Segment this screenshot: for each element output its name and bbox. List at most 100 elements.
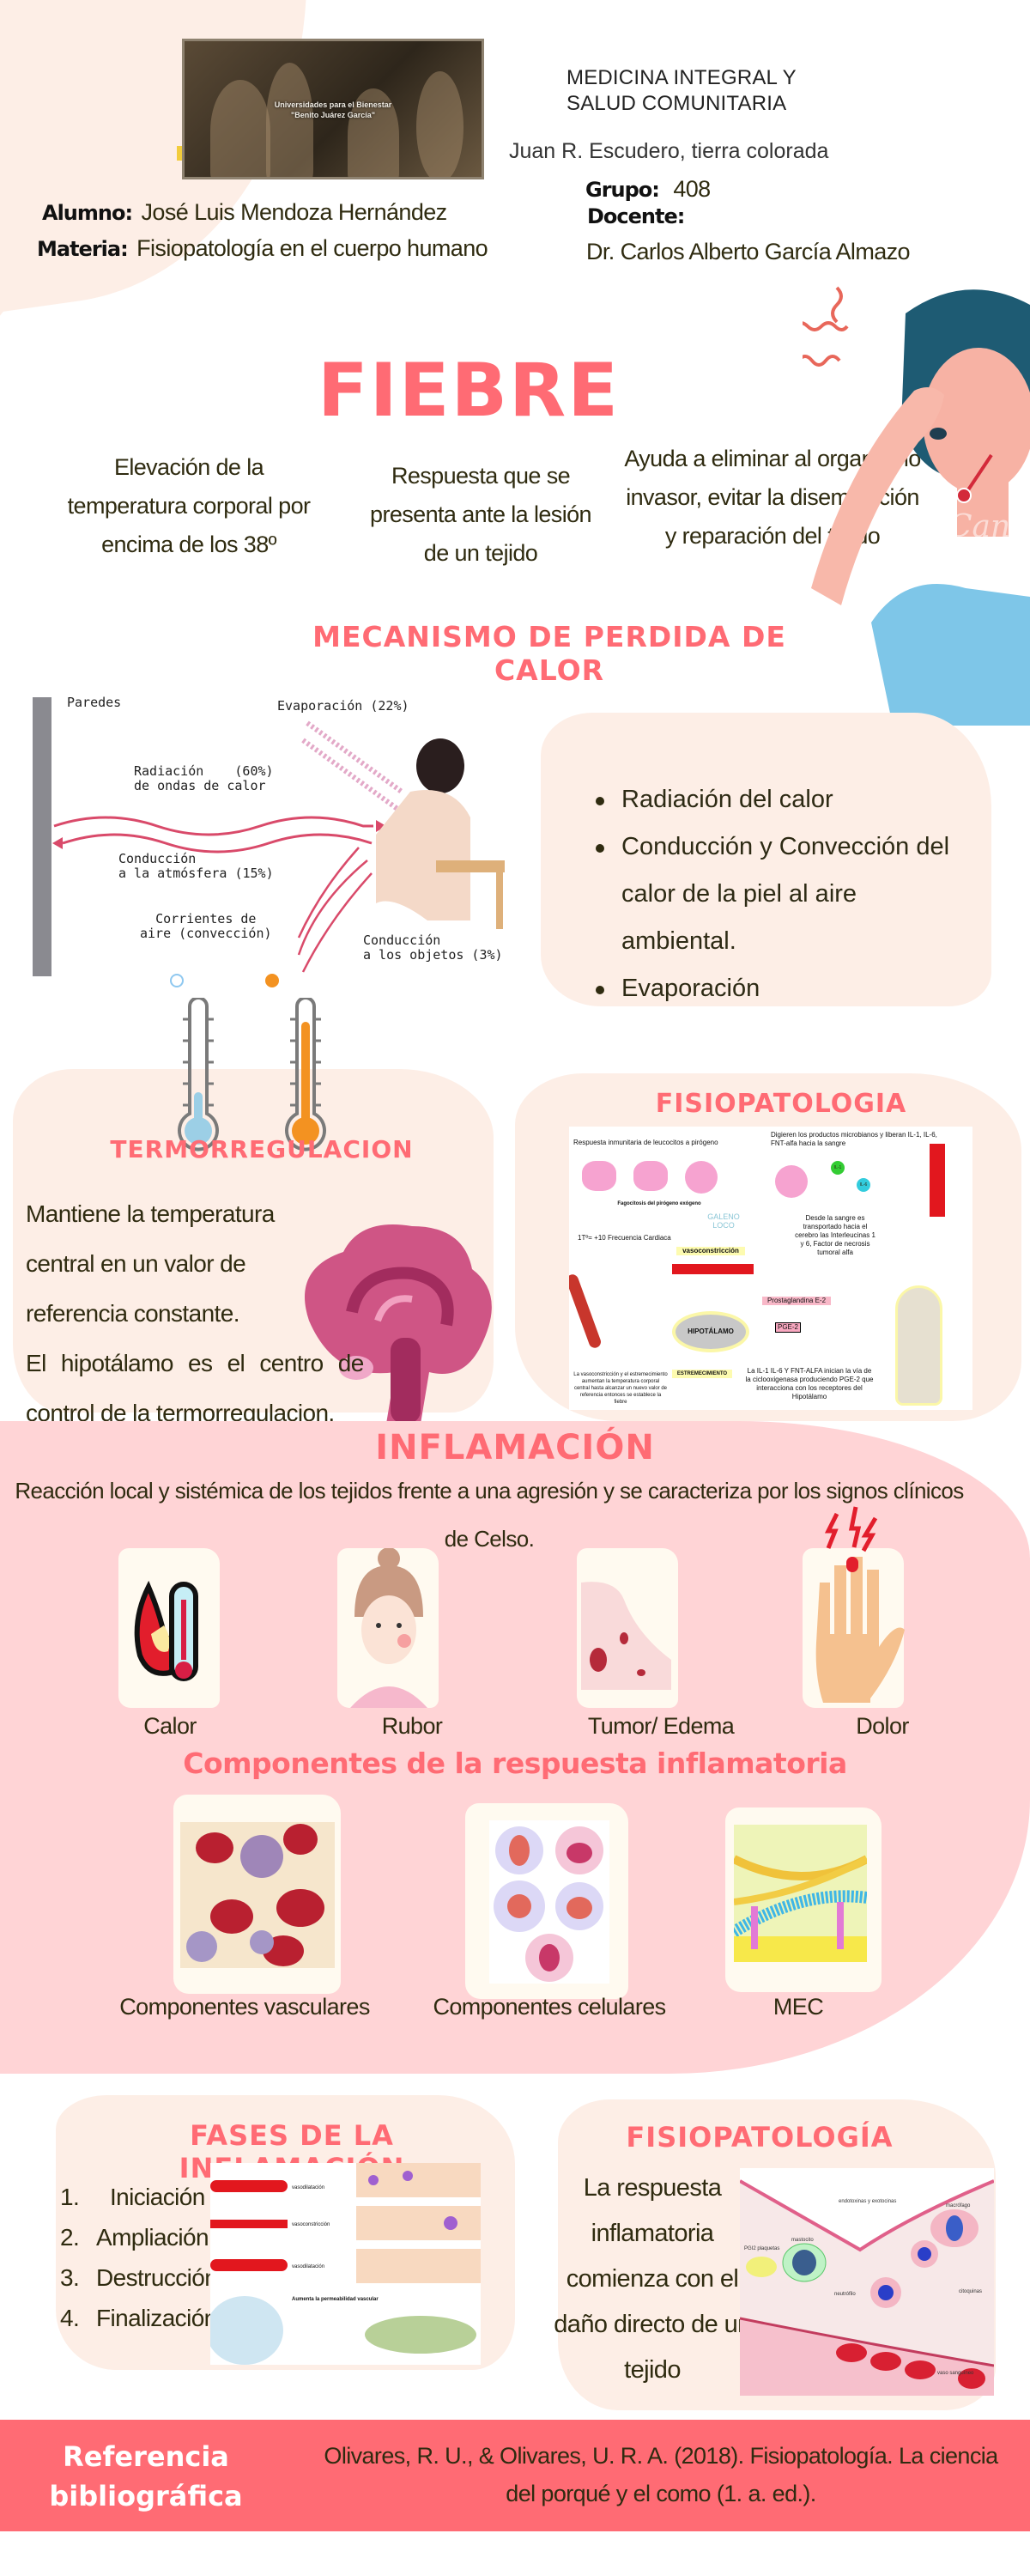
- logo-caption-line1: Universidades para el Bienestar: [274, 100, 392, 109]
- heat-loss-item: Radiación del calor: [592, 776, 953, 823]
- step3-text: Desde la sangre es transportado hacia el…: [795, 1214, 876, 1256]
- painful-hand-icon: [815, 1506, 905, 1703]
- svg-text:vasoconstricción: vasoconstricción: [292, 2222, 330, 2227]
- blood-vessel-graphic: [930, 1144, 945, 1217]
- swollen-foot-icon: [581, 1582, 671, 1690]
- grupo-label: Grupo:: [585, 178, 660, 202]
- inflamacion-description: Reacción local y sistémica de los tejido…: [15, 1478, 964, 1552]
- termorregulacion-text: Mantiene la temperatura central en un va…: [26, 1189, 369, 1438]
- school-name: MEDICINA INTEGRAL Y SALUD COMUNITARIA: [566, 65, 876, 117]
- fisiopatologia-inflamacion-title: FISIOPATOLOGÍA: [626, 2121, 894, 2154]
- immune-cells-image: [489, 1820, 609, 1984]
- cold-thermometer-icon: [178, 998, 219, 1151]
- radiation-label: Radiación (60%) de ondas de calor: [134, 763, 274, 793]
- component-card-vascular: [173, 1795, 341, 1994]
- convection-label: Corrientes de aire (convección): [140, 911, 272, 941]
- termorregulacion-title: TERMORREGULACION: [110, 1135, 414, 1163]
- fiebre-definition-1: Elevación de la temperatura corporal por…: [67, 454, 311, 557]
- campus-location: Juan R. Escudero, tierra colorada: [509, 139, 829, 163]
- hipotalamo-label: HIPOTÁLAMO: [688, 1327, 734, 1335]
- il6-marker: IL-6: [857, 1178, 870, 1192]
- brain-illustration: [305, 1224, 492, 1424]
- pge2-label: PGE-2: [775, 1322, 801, 1333]
- svg-text:vasodilatación: vasodilatación: [292, 2264, 324, 2269]
- sick-boy-illustration: Canva: [803, 286, 1030, 726]
- termorregulacion-line: El hipotálamo es el centro de: [26, 1350, 364, 1376]
- fase-item: 4.Finalización: [60, 2305, 217, 2331]
- grupo-value: 408: [673, 176, 711, 202]
- step4-text: La IL-1 IL-6 Y FNT-ALFA inician la vía d…: [745, 1367, 874, 1400]
- svg-text:PGI2 plaquetas: PGI2 plaquetas: [744, 2246, 779, 2251]
- step5-text: La vasoconstricción y el estremecimiento…: [573, 1372, 668, 1405]
- docente-label: Docente:: [587, 204, 685, 228]
- sign-card-calor: [118, 1548, 220, 1708]
- heat-arrows-graphic: [52, 720, 505, 987]
- conduction-objects-label: Conducción a los objetos (3%): [363, 933, 503, 963]
- svg-text:endotoxinas y exotocinas: endotoxinas y exotocinas: [839, 2199, 896, 2204]
- termorregulacion-line: Mantiene la temperatura: [26, 1200, 275, 1227]
- tissue-damage-graphic: endotoxinas y exotocinas macrófago PGI2 …: [740, 2168, 994, 2396]
- sign-card-rubor: [337, 1547, 439, 1708]
- references-label-line2: bibliográfica: [49, 2480, 243, 2512]
- fisiopatologia-inflamacion-text: La respuesta inflamatoria comienza con e…: [554, 2174, 751, 2384]
- references-label-line1: Referencia: [63, 2440, 229, 2473]
- fiebre-definition-2: Respuesta que se presenta ante la lesión…: [370, 463, 591, 566]
- blushing-woman-icon: [350, 1547, 427, 1708]
- alumno-label: Alumno:: [42, 201, 133, 225]
- fase-item: 2.Ampliación: [60, 2224, 209, 2251]
- sign-label-calor: Calor: [143, 1713, 197, 1739]
- vasoconstriccion-label: vasoconstricción: [676, 1247, 745, 1255]
- hypothalamus-graphic: [672, 1311, 749, 1352]
- materia-label: Materia:: [37, 237, 129, 261]
- materia-field: Materia: Fisiopatología en el cuerpo hum…: [37, 235, 488, 262]
- il1-marker: IL-1: [831, 1161, 845, 1175]
- references-label: Referencia bibliográfica: [43, 2437, 249, 2516]
- termorregulacion-line: referencia constante.: [26, 1300, 239, 1327]
- references-footer: [0, 2420, 1030, 2531]
- mecanismo-title: MECANISMO DE PERDIDA DE CALOR: [312, 620, 786, 687]
- sign-card-tumor: [577, 1548, 678, 1708]
- components-title: Componentes de la respuesta inflamatoria: [183, 1747, 847, 1780]
- step1-caption: Fagocitosis del pirógeno exógeno: [617, 1201, 701, 1206]
- heart-rate-text: 1Tº= +10 Frecuencia Cardiaca: [578, 1234, 671, 1242]
- component-card-mec: [725, 1807, 882, 1992]
- docente-value: Dr. Carlos Alberto García Almazo: [586, 239, 911, 264]
- vessel-phases-graphic: vasodilatación vasoconstricción vasodila…: [210, 2163, 481, 2365]
- brain-graphic: [895, 1285, 942, 1406]
- component-card-celular: [465, 1803, 628, 1999]
- thermometer-graphic: [569, 1273, 603, 1350]
- leukocyte-graphic: [633, 1161, 668, 1191]
- fisiopatologia-fiebre-title: FISIOPATOLOGIA: [655, 1089, 907, 1119]
- blood-cells-image: [180, 1822, 335, 1968]
- svg-text:neutrófilo: neutrófilo: [834, 2292, 856, 2297]
- wall-graphic: [33, 697, 52, 976]
- vessel-graphic: [672, 1264, 754, 1274]
- estremecimiento-label: ESTREMECIMIENTO: [672, 1370, 732, 1378]
- step2-text: Digieren los productos microbianos y lib…: [771, 1131, 937, 1147]
- fases-list: 1.Iniciación 2.Ampliación 3.Destrucción …: [60, 2177, 218, 2338]
- sign-card-dolor: [803, 1506, 905, 1708]
- extracellular-matrix-image: [734, 1825, 867, 1962]
- component-label-mec: MEC: [772, 1994, 824, 2020]
- heat-loss-item: Evaporación: [592, 965, 953, 1012]
- alumno-value: José Luis Mendoza Hernández: [141, 199, 448, 225]
- reference-citation: Olivares, R. U., & Olivares, U. R. A. (2…: [324, 2443, 998, 2506]
- materia-value: Fisiopatología en el cuerpo humano: [136, 235, 488, 261]
- svg-text:vaso sanguíneo: vaso sanguíneo: [937, 2371, 974, 2376]
- inflammation-phases-diagram: vasodilatación vasoconstricción vasodila…: [210, 2163, 481, 2365]
- logo-caption: Universidades para el Bienestar "Benito …: [185, 100, 482, 120]
- heat-loss-item: Conducción y Convección del calor de la …: [592, 823, 953, 965]
- sign-label-rubor: Rubor: [381, 1713, 443, 1739]
- heat-loss-summary-card: Radiación del calor Conducción y Convecc…: [541, 713, 991, 1006]
- prostaglandina-label: Prostaglandina E-2: [762, 1297, 831, 1305]
- svg-text:Aumenta la permeabilidad vascu: Aumenta la permeabilidad vascular: [292, 2297, 379, 2302]
- step1-text: Respuesta inmunitaria de leucocitos a pi…: [573, 1139, 718, 1146]
- leukocyte-graphic: [582, 1161, 616, 1191]
- component-label-vascular: Componentes vasculares: [119, 1994, 370, 2020]
- leukocyte-graphic: [685, 1161, 718, 1194]
- conduction-air-label: Conducción a la atmósfera (15%): [118, 851, 274, 881]
- leukocyte-graphic: [775, 1165, 808, 1198]
- fiebre-title: FIEBRE: [318, 348, 621, 434]
- fase-item: 3.Destrucción: [60, 2264, 218, 2291]
